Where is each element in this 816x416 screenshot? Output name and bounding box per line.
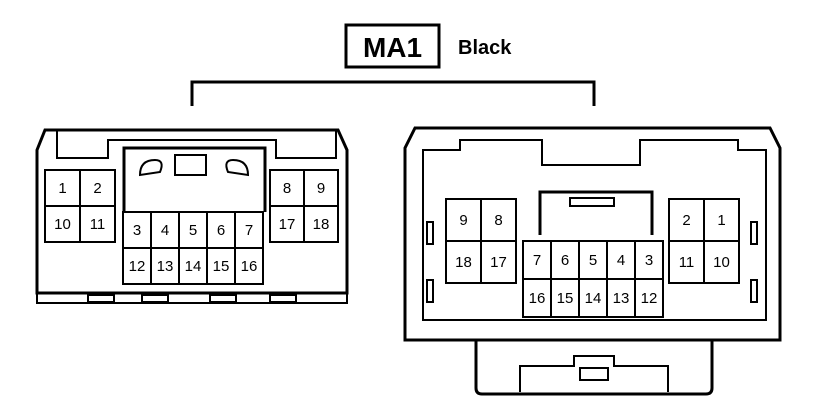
female-connector-pin-label: 15	[557, 290, 574, 307]
female-connector-pin-label: 9	[459, 212, 467, 229]
female-connector-housing-bottom	[474, 340, 714, 396]
male-connector-foot-3	[209, 294, 237, 303]
male-connector-pin-label: 13	[157, 258, 174, 275]
female-connector-pin-label: 7	[533, 252, 541, 269]
female-connector-release-knob	[579, 367, 609, 381]
female-connector-latch-guide	[538, 190, 654, 235]
female-connector-pin-label: 3	[645, 252, 653, 269]
male-connector-pin-label: 18	[313, 216, 330, 233]
male-connector-pin-label: 9	[317, 180, 325, 197]
female-connector-pin-cell	[634, 278, 664, 318]
male-connector-pin-label: 6	[217, 222, 225, 239]
female-connector-pin-label: 14	[585, 290, 602, 307]
male-connector-pin-label: 17	[279, 216, 296, 233]
male-connector-pin-cell	[303, 205, 339, 243]
female-connector-side-notch-left-bottom	[426, 279, 434, 303]
male-connector-pin-label: 7	[245, 222, 253, 239]
male-connector-foot-1	[87, 294, 115, 303]
female-connector-pin-label: 1	[717, 212, 725, 229]
female-connector-latch-slot	[569, 197, 615, 207]
female-connector-pin-label: 6	[561, 252, 569, 269]
male-connector-lock-tab	[174, 154, 207, 176]
connector-code-box	[344, 23, 441, 69]
male-connector-pin-label: 4	[161, 222, 169, 239]
male-connector-pin-label: 3	[133, 222, 141, 239]
female-connector-pin-label: 2	[682, 212, 690, 229]
female-connector-pin-label: 17	[490, 254, 507, 271]
male-connector-pin-cell	[234, 247, 264, 285]
female-connector-pin-label: 10	[713, 254, 730, 271]
male-connector-lock	[122, 146, 267, 212]
male-connector-pin-label: 2	[93, 180, 101, 197]
female-connector-release-tab	[519, 355, 669, 392]
male-connector-pin-label: 14	[185, 258, 202, 275]
male-connector	[35, 128, 349, 304]
male-connector-pin-label: 1	[58, 180, 66, 197]
male-connector-foot-4	[269, 294, 297, 303]
male-connector-pin-label: 12	[129, 258, 146, 275]
male-connector-pin-label: 16	[241, 258, 258, 275]
female-connector-body	[403, 126, 782, 342]
female-connector-pin-label: 12	[641, 290, 658, 307]
female-connector	[403, 126, 782, 396]
female-connector-pin-cell	[703, 240, 740, 284]
male-connector-pin-label: 8	[283, 180, 291, 197]
female-connector-pin-label: 18	[455, 254, 472, 271]
male-connector-upper-step	[56, 130, 337, 159]
female-connector-inner-frame	[422, 139, 767, 321]
female-connector-pin-label: 13	[613, 290, 630, 307]
female-connector-pin-cell	[480, 240, 517, 284]
female-connector-side-notch-right-bottom	[750, 279, 758, 303]
female-connector-side-notch-right-top	[750, 221, 758, 245]
bracket-line	[190, 80, 596, 106]
connector-color-label: Black	[458, 37, 512, 59]
female-connector-pin-label: 11	[679, 254, 695, 271]
male-connector-pin-cell	[79, 205, 116, 243]
female-connector-pin-label: 16	[529, 290, 546, 307]
female-connector-pin-label: 5	[589, 252, 597, 269]
female-connector-pin-label: 4	[617, 252, 625, 269]
male-connector-lower-rail	[36, 293, 348, 304]
male-connector-lock-hook-left	[138, 158, 163, 177]
male-connector-pin-label: 10	[54, 216, 71, 233]
male-connector-pin-label: 5	[189, 222, 197, 239]
male-connector-pin-label: 11	[90, 216, 106, 233]
female-connector-side-notch-left-top	[426, 221, 434, 245]
connector-code: MA1	[363, 32, 422, 63]
male-connector-pin-label: 15	[213, 258, 230, 275]
male-connector-foot-2	[141, 294, 169, 303]
female-connector-pin-label: 8	[494, 212, 502, 229]
male-connector-lock-hook-right	[225, 158, 250, 177]
